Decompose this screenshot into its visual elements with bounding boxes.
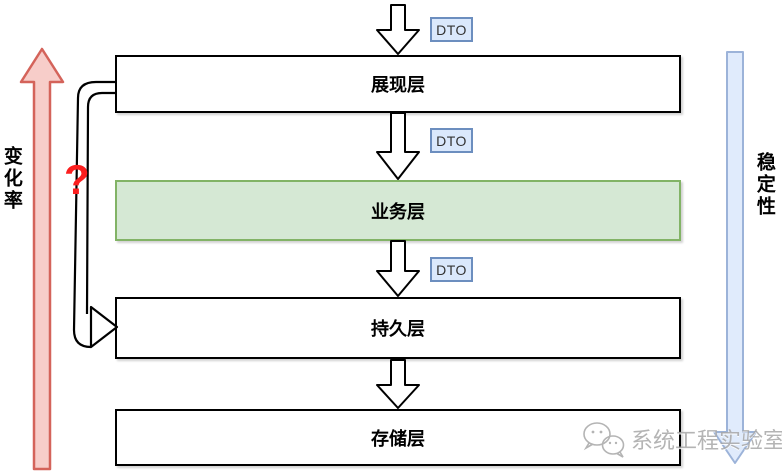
flow-arrow-business-to-persistence (376, 240, 420, 297)
watermark: 系统工程实验室 (579, 419, 782, 459)
layer-persistence: 持久层 (115, 297, 681, 359)
bypass-arrow-head (89, 305, 119, 349)
question-mark: ? (64, 156, 90, 203)
flow-arrow-persistence-to-storage (376, 359, 420, 409)
flow-arrow-into-presentation (376, 4, 420, 55)
watermark-text: 系统工程实验室 (631, 428, 782, 453)
layer-presentation-label: 展现层 (371, 75, 425, 95)
bypass-arrow-inner-line (85, 91, 117, 315)
layer-business-label: 业务层 (371, 201, 425, 222)
stability-label: 稳定性 (753, 152, 775, 218)
change-rate-arrow (19, 47, 65, 471)
bypass-arrow (72, 80, 119, 349)
layer-storage-label: 存储层 (371, 428, 425, 449)
bypass-arrow-outer-line (72, 80, 117, 349)
change-rate-label: 变化率 (0, 146, 22, 212)
layer-presentation: 展现层 (115, 55, 681, 113)
stability-arrow (713, 51, 757, 464)
flow-arrow-presentation-to-business (376, 112, 420, 180)
dto-tag-2: DTO (430, 128, 473, 153)
dto-tag-3: DTO (430, 257, 473, 282)
layer-persistence-label: 持久层 (371, 319, 425, 339)
wechat-bubbles-icon (583, 422, 625, 458)
dto-tag-1: DTO (430, 17, 473, 42)
layer-business: 业务层 (115, 180, 681, 241)
layer-storage: 存储层 (115, 409, 681, 466)
